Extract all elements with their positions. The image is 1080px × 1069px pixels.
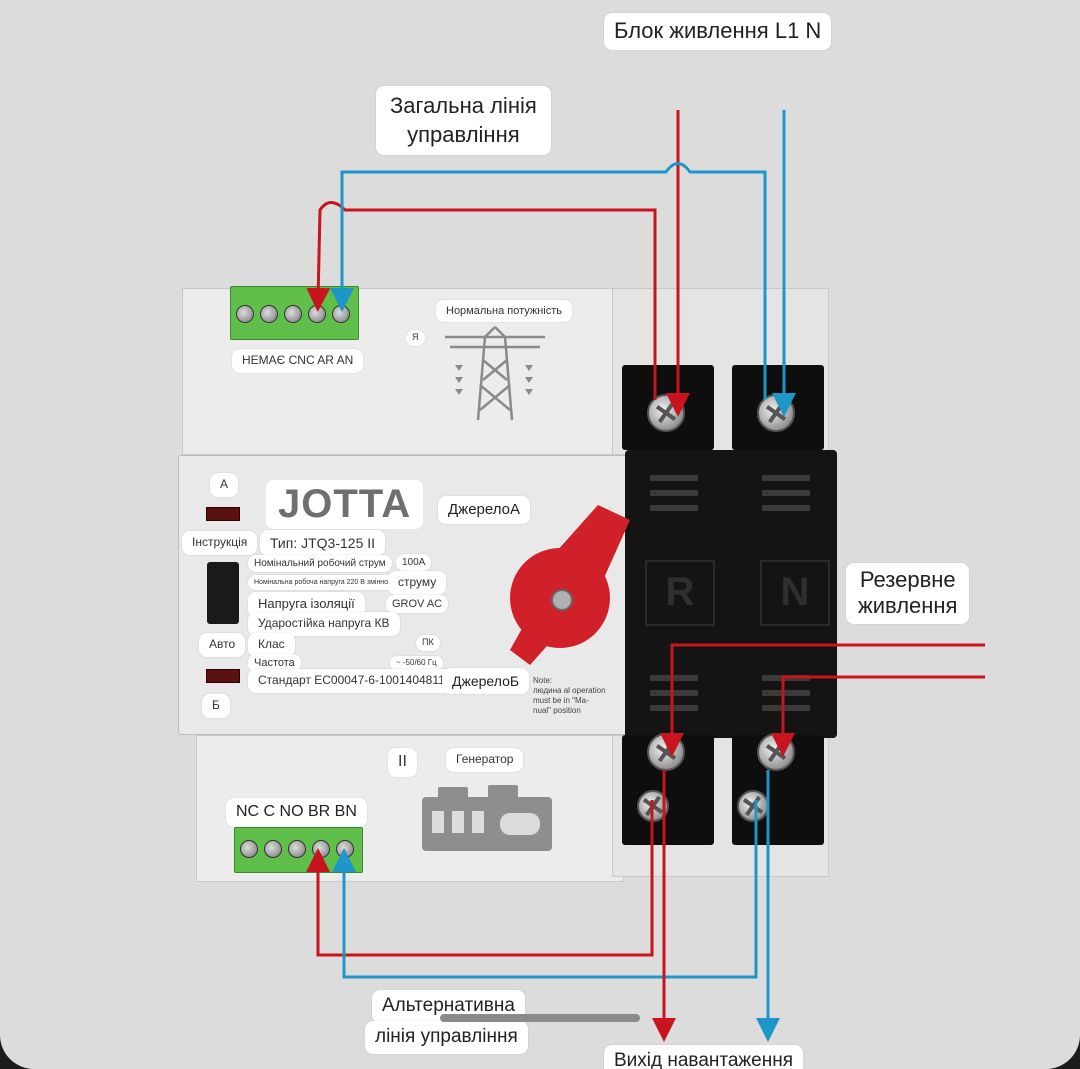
phase-n-mark: N [760,560,830,626]
current-word-label: струму [388,571,447,595]
vent-slot [762,705,810,711]
vent-slot [762,475,810,481]
control-screw-icon[interactable] [312,840,330,858]
terminal-screw-icon[interactable] [757,394,795,432]
jotta-logo: JOTTA [266,480,424,529]
vent-slot [650,490,698,496]
indicator-b-led [206,669,240,683]
backup-power-text-2: живлення [858,593,958,619]
mode-lever[interactable] [207,562,239,624]
indicator-b-label: Б [202,694,230,718]
instruction-label: Інструкція [182,531,258,555]
auto-label: Авто [199,633,246,657]
alt-control-line-label-2: лінія управління [365,1021,528,1054]
frequency-value: ~ -50/60 Гц [390,656,443,671]
vent-slot [650,505,698,511]
indicator-a-label: А [210,473,239,497]
impulse-voltage-label: Ударостійка напруга КВ [248,612,400,636]
control-screw-icon[interactable] [288,840,306,858]
load-output-label: Вихід навантаження [604,1045,803,1069]
common-control-line-label: Загальна лінія управління [376,86,551,156]
rated-current-label: Номінальний робочий струм [248,555,392,572]
vent-slot [650,475,698,481]
note-line-1: Note: [533,676,553,685]
backup-power-text-1: Резервне [859,567,956,592]
terminal-screw-icon[interactable] [757,733,795,771]
terminal-screw-icon[interactable] [647,733,685,771]
class-label: Клас [248,633,295,657]
power-supply-label: Блок живлення L1 N [604,13,832,50]
backup-power-label: Резервне живлення [846,563,970,624]
vent-slot [762,490,810,496]
vent-slot [762,675,810,681]
terminal-screw-icon[interactable] [637,790,669,822]
terminal-screw-icon[interactable] [737,790,769,822]
normal-power-label: Нормальна потужність [436,300,573,323]
rated-current-value: 100А [396,554,432,571]
control-screw-icon[interactable] [308,305,326,323]
phase-r-mark: R [645,560,715,626]
standard-label: Стандарт ЕС00047-6-1001404811 [248,669,455,693]
nc-c-no-label: NC C NO BR BN [226,798,367,827]
common-control-line-text-2: управління [407,121,520,147]
generator-label: Генератор [446,748,524,772]
frequency-label: Частота [248,654,301,673]
none-cnc-label: НЕМАЄ CNC AR AN [232,349,364,373]
control-screw-icon[interactable] [260,305,278,323]
note-line-2: людина al operation [533,686,606,695]
control-screw-icon[interactable] [336,840,354,858]
common-control-line-text-1: Загальна лінія [390,93,537,118]
control-screw-icon[interactable] [284,305,302,323]
vent-slot [650,705,698,711]
pk-label: ПК [416,635,440,651]
control-screw-icon[interactable] [332,305,350,323]
control-screw-icon[interactable] [240,840,258,858]
letter-ya-label: Я [406,330,425,346]
vent-slot [650,690,698,696]
vent-slot [762,505,810,511]
manual-note: Note: людина al operation must be in "Ma… [533,676,606,716]
indicator-a-led [206,507,240,521]
vent-slot [762,690,810,696]
control-screw-icon[interactable] [236,305,254,323]
note-line-4: nual" position [533,706,581,715]
rotary-handle[interactable] [500,500,640,675]
control-screw-icon[interactable] [264,840,282,858]
horizontal-scrollbar[interactable] [440,1014,640,1022]
grov-ac-label: GROV AC [386,595,449,614]
source-b-label: ДжерелоБ [442,668,530,695]
type-label: Тип: JTQ3-125 II [260,530,386,557]
note-line-3: must be in "Ma- [533,696,589,705]
vent-slot [650,675,698,681]
generator-icon [422,785,552,851]
roman-two-label: II [388,748,417,777]
terminal-screw-icon[interactable] [647,394,685,432]
power-tower-icon [445,326,545,421]
source-a-label: ДжерелоА [438,496,530,524]
rated-voltage-label: Номінальна робоча напруга 220 В змінного [248,575,401,591]
